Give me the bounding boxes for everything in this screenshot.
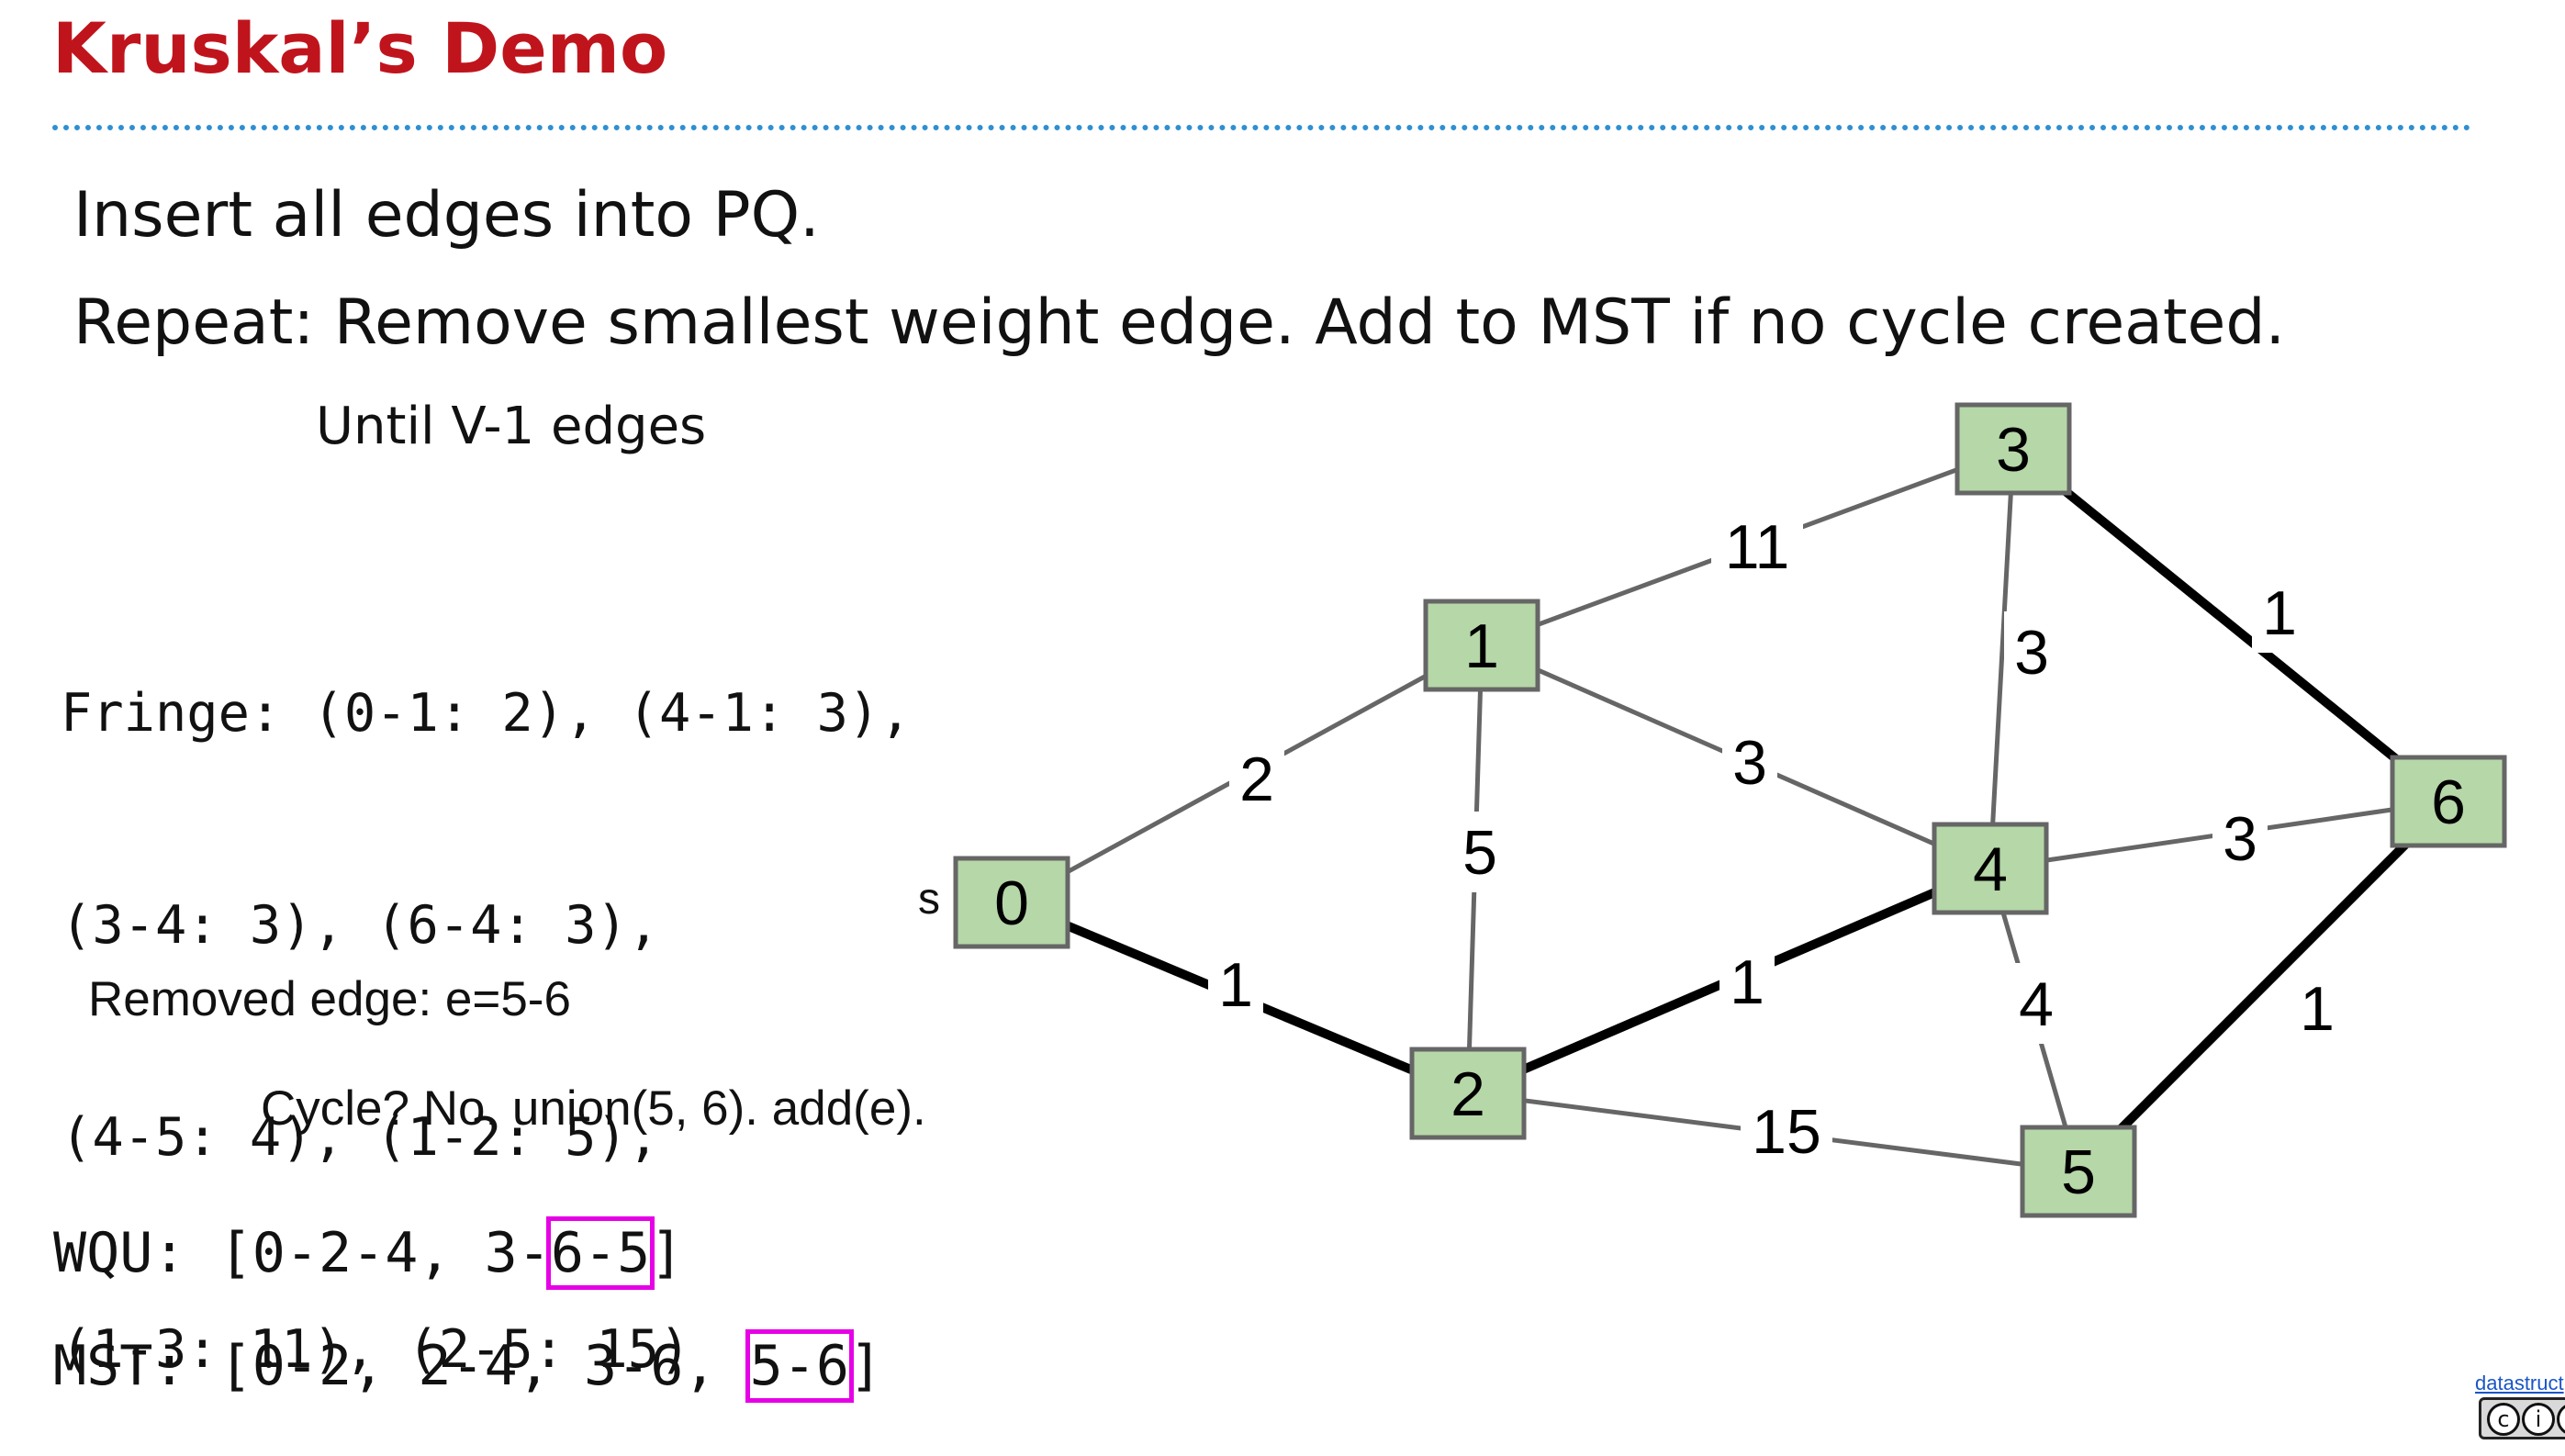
node-label: 3 bbox=[1996, 415, 2031, 485]
edge-weight-background bbox=[1722, 722, 1777, 802]
edge-weight-background bbox=[1741, 1091, 1832, 1171]
until-text: Until V-1 edges bbox=[316, 397, 707, 456]
graph-node-6: 6 bbox=[2390, 755, 2507, 848]
edge-weight-3-6: 1 bbox=[2262, 578, 2297, 648]
wqu-prefix: WQU: [0-2-4, 3- bbox=[53, 1221, 551, 1285]
edge-weight-background bbox=[2009, 963, 2064, 1044]
node-label: 4 bbox=[1973, 834, 2008, 904]
graph-node-4: 4 bbox=[1932, 822, 2049, 915]
graph-node-3: 3 bbox=[1955, 402, 2072, 496]
graph-node-1: 1 bbox=[1423, 599, 1540, 692]
edge-weight-1-3: 11 bbox=[1725, 512, 1790, 582]
mst-prefix: MST: [0-2, 2-4, 3-6, bbox=[53, 1334, 750, 1398]
slide-title: Kruskal’s Demo bbox=[52, 7, 668, 89]
edge-weight-background bbox=[1208, 944, 1263, 1025]
node-box bbox=[1932, 822, 2049, 915]
node-box bbox=[2390, 755, 2507, 848]
nodes-layer: 0 1 2 3 4 5 6 bbox=[953, 402, 2507, 1218]
node-box bbox=[1423, 599, 1540, 692]
cc-license-badge: c i $ bbox=[2479, 1397, 2565, 1439]
node-box bbox=[1955, 402, 2072, 496]
wqu-highlight-box: 6-5 bbox=[545, 1216, 655, 1290]
title-divider bbox=[52, 125, 2471, 130]
node-label: 2 bbox=[1451, 1059, 1485, 1129]
edge-weight-0-2: 1 bbox=[1218, 950, 1253, 1020]
edge-weight-background bbox=[2212, 798, 2268, 879]
edge-weight-4-5: 4 bbox=[2019, 969, 2054, 1039]
edge-weight-background bbox=[2290, 968, 2345, 1048]
step-insert-text: Insert all edges into PQ. bbox=[73, 179, 820, 252]
fringe-line: (1-3: 11), (2-5: 15) bbox=[61, 1319, 691, 1380]
node-label: 0 bbox=[994, 868, 1029, 938]
edge-weight-background bbox=[1452, 812, 1507, 892]
node-box bbox=[953, 856, 1070, 949]
edge-weight-1-2: 5 bbox=[1462, 818, 1497, 888]
mst-suffix: ] bbox=[848, 1334, 883, 1398]
node-label: 1 bbox=[1464, 611, 1499, 681]
fringe-line: Fringe: (0-1: 2), (4-1: 3), bbox=[61, 683, 912, 744]
cc-icon: c bbox=[2487, 1403, 2520, 1436]
edge-weight-4-6: 3 bbox=[2223, 804, 2257, 874]
graph-node-5: 5 bbox=[2020, 1125, 2137, 1218]
node-box bbox=[2020, 1125, 2137, 1218]
source-label: s bbox=[918, 875, 940, 924]
edge-5-6 bbox=[2075, 798, 2452, 1175]
fringe-list: Fringe: (0-1: 2), (4-1: 3), (3-4: 3), (6… bbox=[61, 537, 912, 1456]
edge-3-6 bbox=[2010, 445, 2452, 805]
graph-node-0: 0 bbox=[953, 856, 1070, 949]
fringe-line: (3-4: 3), (6-4: 3), bbox=[61, 895, 660, 956]
node-label: 5 bbox=[2061, 1137, 2096, 1207]
by-icon: i bbox=[2522, 1403, 2555, 1436]
edge-weight-3-4: 3 bbox=[2014, 618, 2049, 688]
edge-3-4 bbox=[1988, 448, 2016, 869]
edge-weight-background bbox=[1719, 941, 1775, 1022]
wqu-line: WQU: [0-2-4, 3-6-5] bbox=[53, 1216, 684, 1290]
fringe-line: (4-5: 4), (1-2: 5), bbox=[61, 1107, 660, 1168]
node-box bbox=[1409, 1047, 1527, 1140]
edge-weight-2-4: 1 bbox=[1730, 947, 1764, 1017]
wqu-suffix: ] bbox=[650, 1221, 684, 1285]
graph-node-2: 2 bbox=[1409, 1047, 1527, 1140]
footer-link[interactable]: datastruct bbox=[2475, 1372, 2564, 1394]
node-label: 6 bbox=[2431, 767, 2466, 837]
edge-weight-background bbox=[2004, 611, 2059, 692]
mst-highlight-box: 5-6 bbox=[745, 1329, 854, 1403]
edge-weight-background bbox=[2252, 572, 2307, 653]
mst-line: MST: [0-2, 2-4, 3-6, 5-6] bbox=[53, 1329, 883, 1403]
cycle-check-text: Cycle? No. union(5, 6). add(e). bbox=[261, 1081, 926, 1136]
edge-weight-0-1: 2 bbox=[1239, 745, 1274, 814]
edge-weight-1-4: 3 bbox=[1732, 728, 1767, 798]
removed-edge-text: Removed edge: e=5-6 bbox=[88, 972, 571, 1026]
step-repeat-text: Repeat: Remove smallest weight edge. Add… bbox=[73, 286, 2286, 359]
edge-weight-5-6: 1 bbox=[2300, 974, 2335, 1044]
nc-icon: $ bbox=[2557, 1403, 2565, 1436]
edge-weight-2-5: 15 bbox=[1752, 1097, 1821, 1167]
edge-weight-background bbox=[1711, 506, 1803, 587]
edge-weight-background bbox=[1229, 738, 1284, 819]
